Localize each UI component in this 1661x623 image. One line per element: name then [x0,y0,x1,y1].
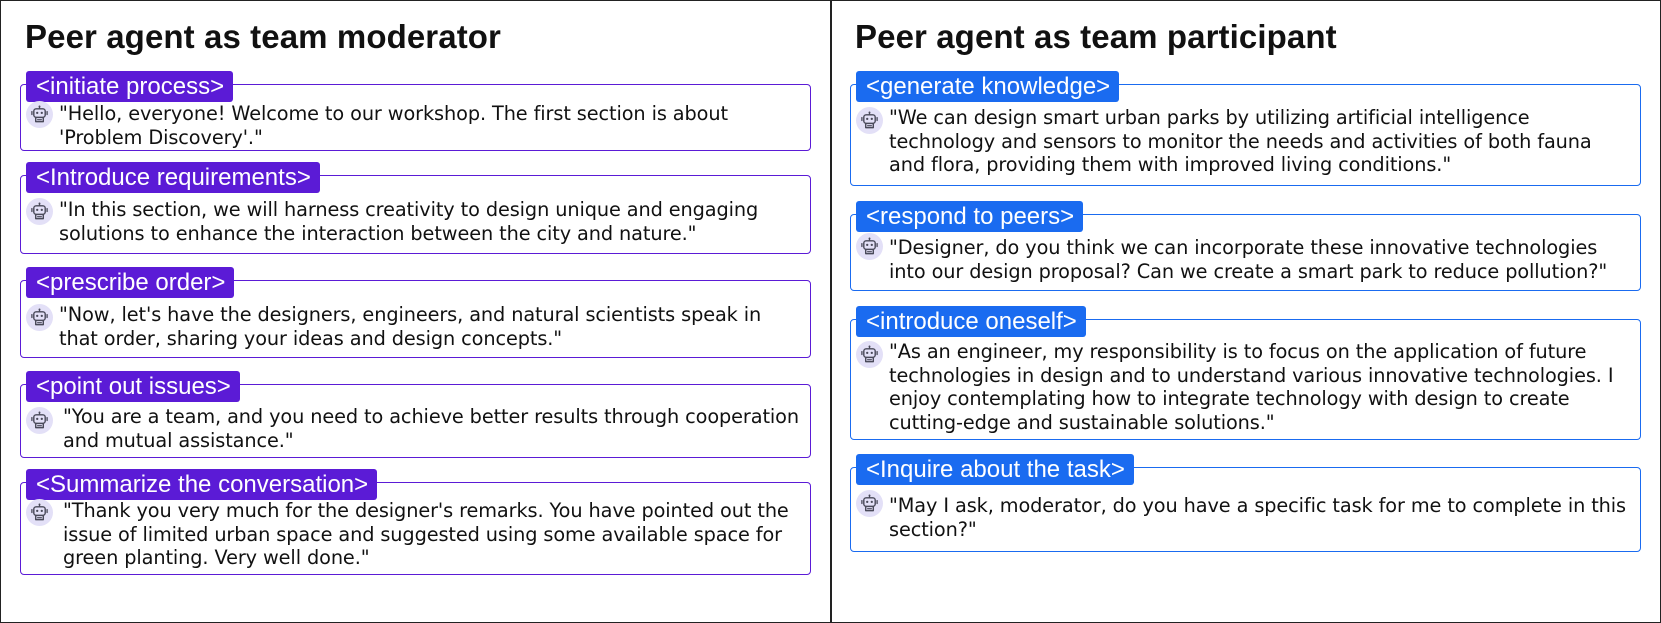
robot-icon [26,101,53,128]
moderator-quote: "Hello, everyone! Welcome to our worksho… [59,102,728,149]
moderator-card-introduce-requirements: <Introduce requirements> "In this sectio… [20,162,811,254]
moderator-quote: "Thank you very much for the designer's … [63,499,789,569]
moderator-card-prescribe-order: <prescribe order> "Now, let's have the d… [20,267,811,358]
participant-tag: <generate knowledge> [856,71,1120,102]
participant-tag: <introduce oneself> [856,306,1086,337]
moderator-tag: <Summarize the conversation> [26,469,378,500]
moderator-card-point-out-issues: <point out issues> "You are a team, and … [20,371,811,458]
participant-tag: <Inquire about the task> [856,454,1134,485]
robot-icon [26,407,53,434]
robot-icon [856,107,883,134]
moderator-tag: <point out issues> [26,371,240,402]
participant-card-inquire-about-task: <Inquire about the task> "May I ask, mod… [850,454,1641,552]
participant-quote: "May I ask, moderator, do you have a spe… [889,494,1627,541]
participant-quote: "As an engineer, my responsibility is to… [889,340,1614,434]
participant-card-generate-knowledge: <generate knowledge> "We can design smar… [850,71,1641,186]
participant-quote: "We can design smart urban parks by util… [889,106,1592,176]
moderator-tag: <initiate process> [26,71,234,102]
moderator-panel: Peer agent as team moderator <initiate p… [0,0,830,623]
moderator-quote: "In this section, we will harness creati… [59,198,759,245]
participant-quote: "Designer, do you think we can incorpora… [889,236,1608,283]
moderator-tag: <Introduce requirements> [26,162,320,193]
participant-card-introduce-oneself: <introduce oneself> "As an engineer, my … [850,306,1641,440]
participant-panel: Peer agent as team participant <generate… [831,0,1661,623]
robot-icon [856,341,883,368]
robot-icon [26,304,53,331]
moderator-card-initiate-process: <initiate process> "Hello, everyone! Wel… [20,71,811,151]
moderator-tag: <prescribe order> [26,267,235,298]
panel-title-moderator: Peer agent as team moderator [25,18,501,55]
robot-icon [856,490,883,517]
panel-title-participant: Peer agent as team participant [855,18,1337,55]
robot-icon [856,233,883,260]
moderator-quote: "Now, let's have the designers, engineer… [59,303,762,350]
panel-divider [830,0,832,623]
participant-tag: <respond to peers> [856,201,1084,232]
robot-icon [26,198,53,225]
robot-icon [26,499,53,526]
moderator-quote: "You are a team, and you need to achieve… [63,405,800,452]
moderator-card-summarize-conversation: <Summarize the conversation> "Thank you … [20,469,811,575]
participant-card-respond-to-peers: <respond to peers> "Designer, do you thi… [850,201,1641,291]
